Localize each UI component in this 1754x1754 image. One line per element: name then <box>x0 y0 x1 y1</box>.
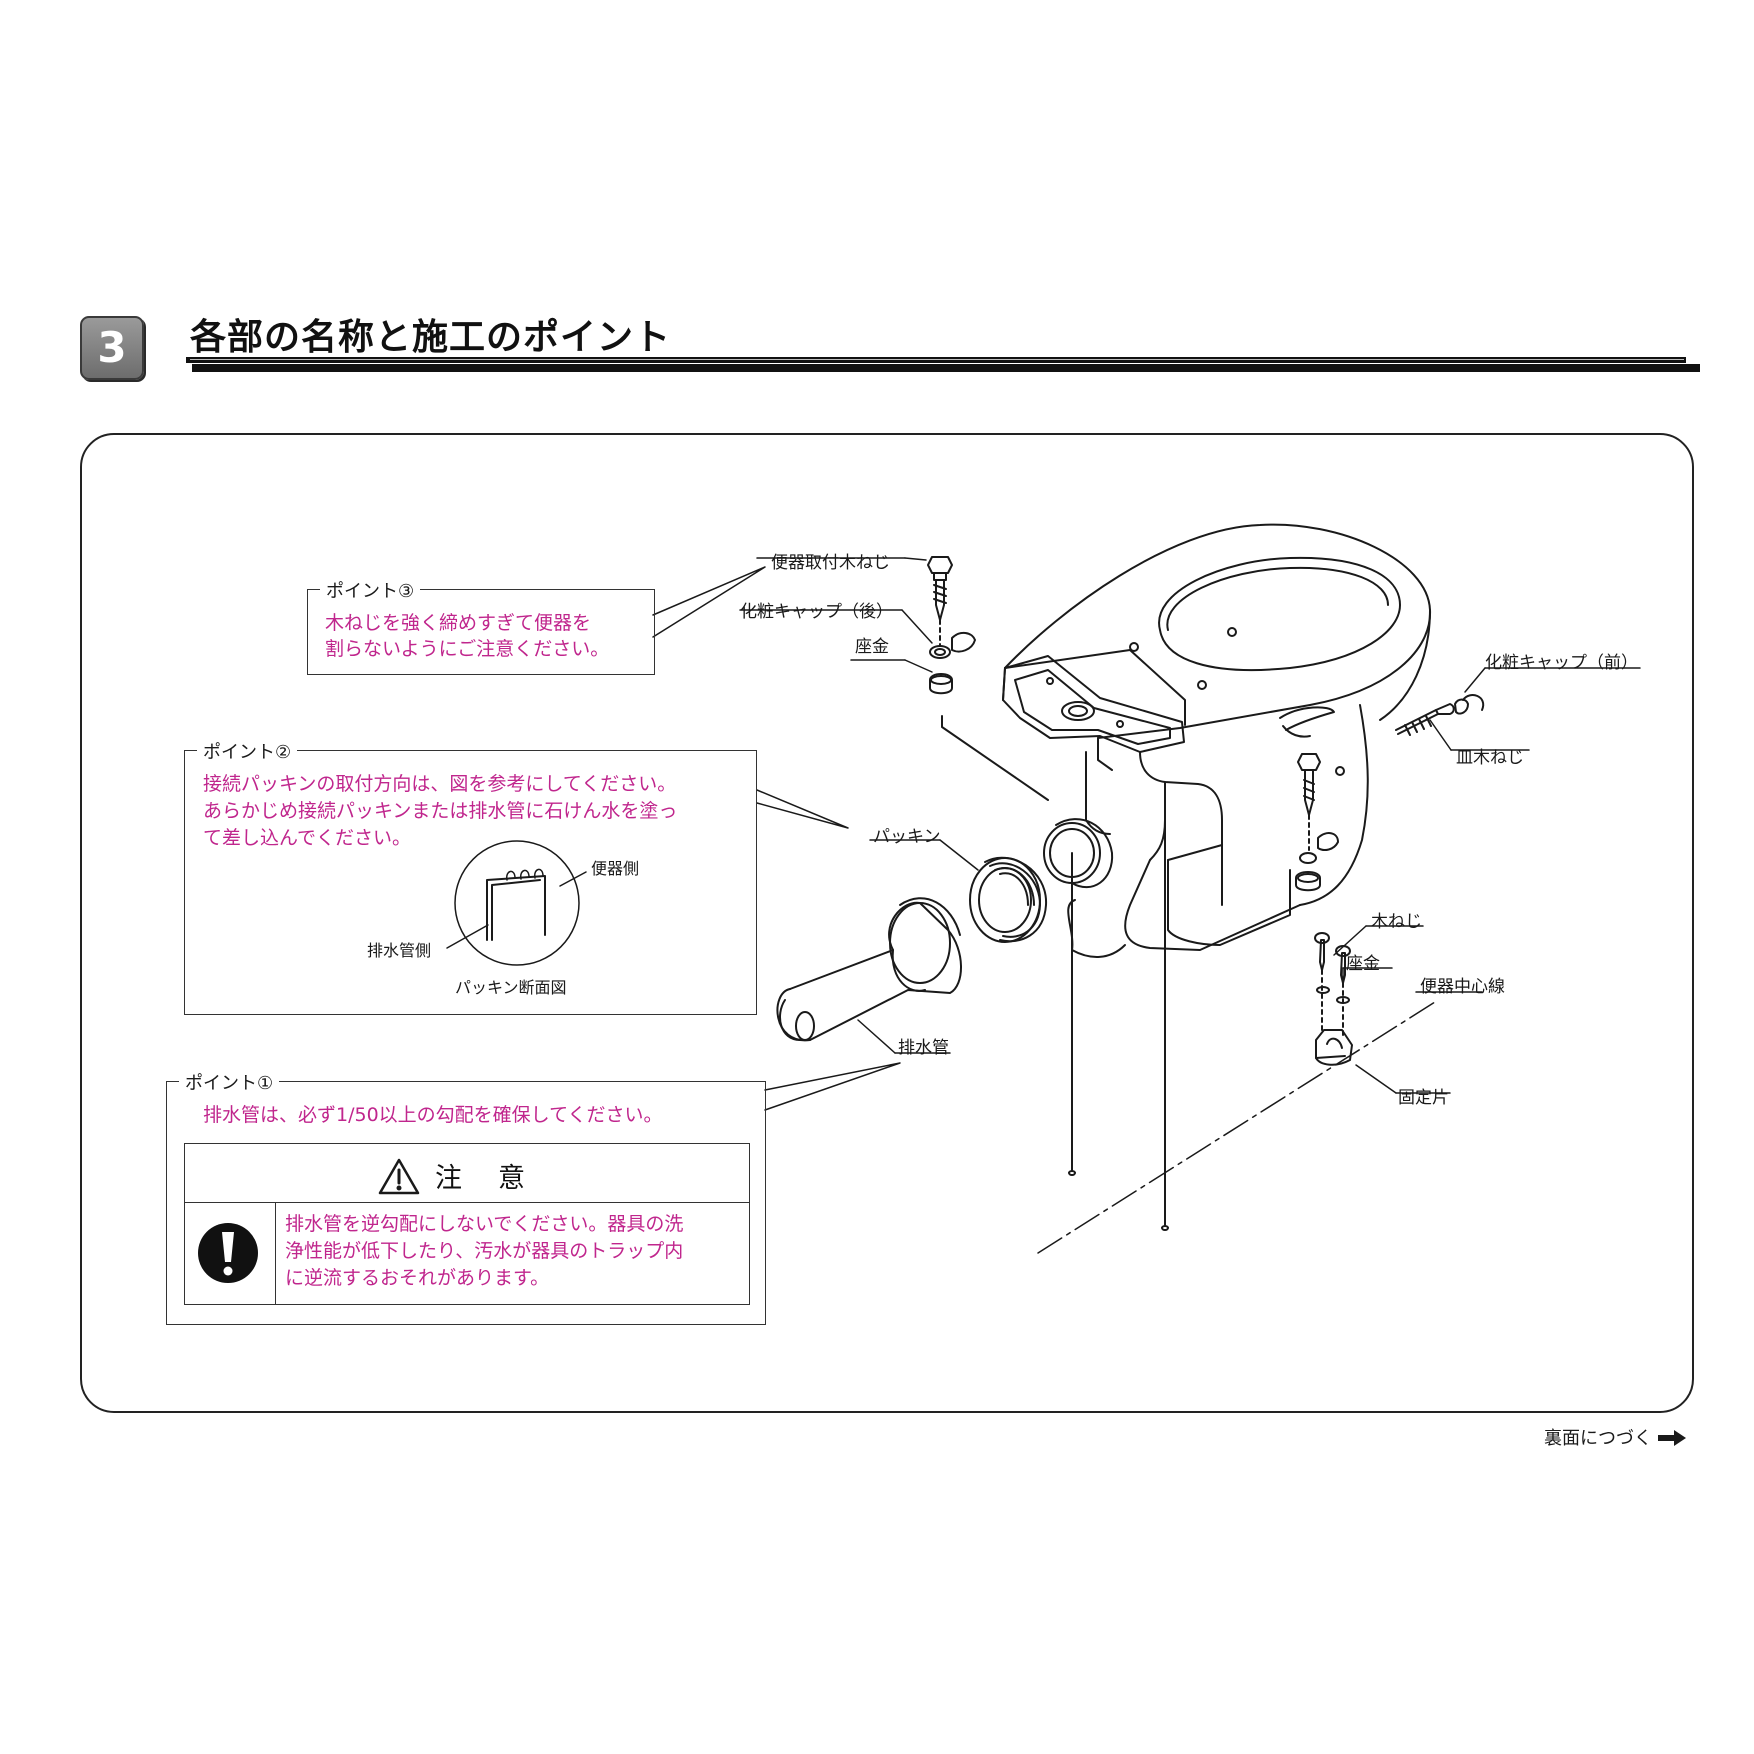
section-number-badge: 3 <box>80 316 144 380</box>
point3-leader <box>652 566 766 638</box>
continue-text: 裏面につづく <box>1544 1428 1652 1449</box>
label-countersunk-screw: 皿木ねじ <box>1456 748 1524 768</box>
label-drain-pipe: 排水管 <box>898 1038 949 1058</box>
point2-text-line2: あらかじめ接続パッキンまたは排水管に石けん水を塗っ <box>203 800 678 822</box>
packing-ring-illustration <box>969 856 1048 943</box>
label-washer-front: 座金 <box>1346 954 1380 974</box>
label-toilet-mount-screw: 便器取付木ねじ <box>771 553 890 573</box>
label-cosmetic-cap-rear: 化粧キャップ（後） <box>740 602 893 622</box>
caution-body-line1: 排水管を逆勾配にしないでください。器具の洗 <box>285 1213 684 1235</box>
inset-label-toilet-side: 便器側 <box>591 859 640 878</box>
point1-box: ポイント① 排水管は、必ず1/50以上の勾配を確保してください。 <box>166 1069 766 1325</box>
warning-triangle-icon <box>378 1158 420 1195</box>
point2-text-line3: て差し込んでください。 <box>203 827 412 849</box>
point2-box: ポイント② 接続パッキンの取付方向は、図を参考にしてください。 あらかじめ接続パ… <box>184 738 757 1015</box>
point2-text-line1: 接続パッキンの取付方向は、図を参考にしてください。 <box>203 773 677 795</box>
point2-title: ポイント② <box>197 738 298 764</box>
title-underline-highlight <box>190 359 1684 360</box>
front-screw-assembly <box>1295 753 1339 892</box>
continue-on-back-note: 裏面につづく <box>1544 1424 1686 1450</box>
section-title: 各部の名称と施工のポイント <box>190 317 672 358</box>
label-fixing-piece: 固定片 <box>1398 1088 1449 1108</box>
label-centerline: 便器中心線 <box>1420 977 1505 997</box>
point3-text-line1: 木ねじを強く締めすぎて便器を <box>325 612 592 634</box>
point2-leader <box>756 789 849 829</box>
packing-section-inset <box>446 840 587 966</box>
drain-pipe-illustration <box>776 897 962 1042</box>
caution-body-line2: 浄性能が低下したり、汚水が器具のトラップ内 <box>285 1240 684 1262</box>
label-packing: パッキン <box>873 827 941 847</box>
label-cosmetic-cap-front: 化粧キャップ（前） <box>1485 653 1638 673</box>
label-wood-screw: 木ねじ <box>1371 912 1422 932</box>
point1-title: ポイント① <box>179 1069 280 1095</box>
countersunk-screw-illustration <box>1395 694 1485 736</box>
point1-text: 排水管は、必ず1/50以上の勾配を確保してください。 <box>203 1104 663 1126</box>
caution-body-line3: に逆流するおそれがあります。 <box>285 1267 550 1289</box>
point3-box: ポイント③ 木ねじを強く締めすぎて便器を 割らないようにご注意ください。 <box>307 577 655 675</box>
point1-leader <box>764 1062 901 1111</box>
caution-header: 注意 <box>185 1144 749 1203</box>
point3-title: ポイント③ <box>320 577 421 603</box>
label-washer-rear: 座金 <box>855 637 889 657</box>
title-underline <box>186 357 1686 363</box>
point3-text-line2: 割らないようにご注意ください。 <box>325 638 610 660</box>
fixing-piece-illustration <box>1314 932 1353 1066</box>
centerline-line <box>1037 1001 1436 1254</box>
caution-icon-cell <box>185 1202 276 1304</box>
caution-title: 注意 <box>435 1163 561 1194</box>
title-underline-shadow <box>192 364 1700 372</box>
inset-label-drain-side: 排水管側 <box>367 941 432 960</box>
inset-caption: パッキン断面図 <box>455 978 567 997</box>
toilet-bowl-illustration <box>941 523 1432 1231</box>
rear-screw-assembly <box>927 556 976 695</box>
content-frame <box>80 433 1694 1413</box>
exclamation-circle-icon <box>198 1223 258 1283</box>
caution-body: 排水管を逆勾配にしないでください。器具の洗 浄性能が低下したり、汚水が器具のトラ… <box>285 1211 743 1292</box>
arrow-right-icon <box>1657 1430 1686 1446</box>
leader-lines <box>739 557 1641 1094</box>
caution-box: 注意 排水管を逆勾配にしないでください。器具の洗 浄性能が低下したり、汚水が器具… <box>184 1143 750 1305</box>
